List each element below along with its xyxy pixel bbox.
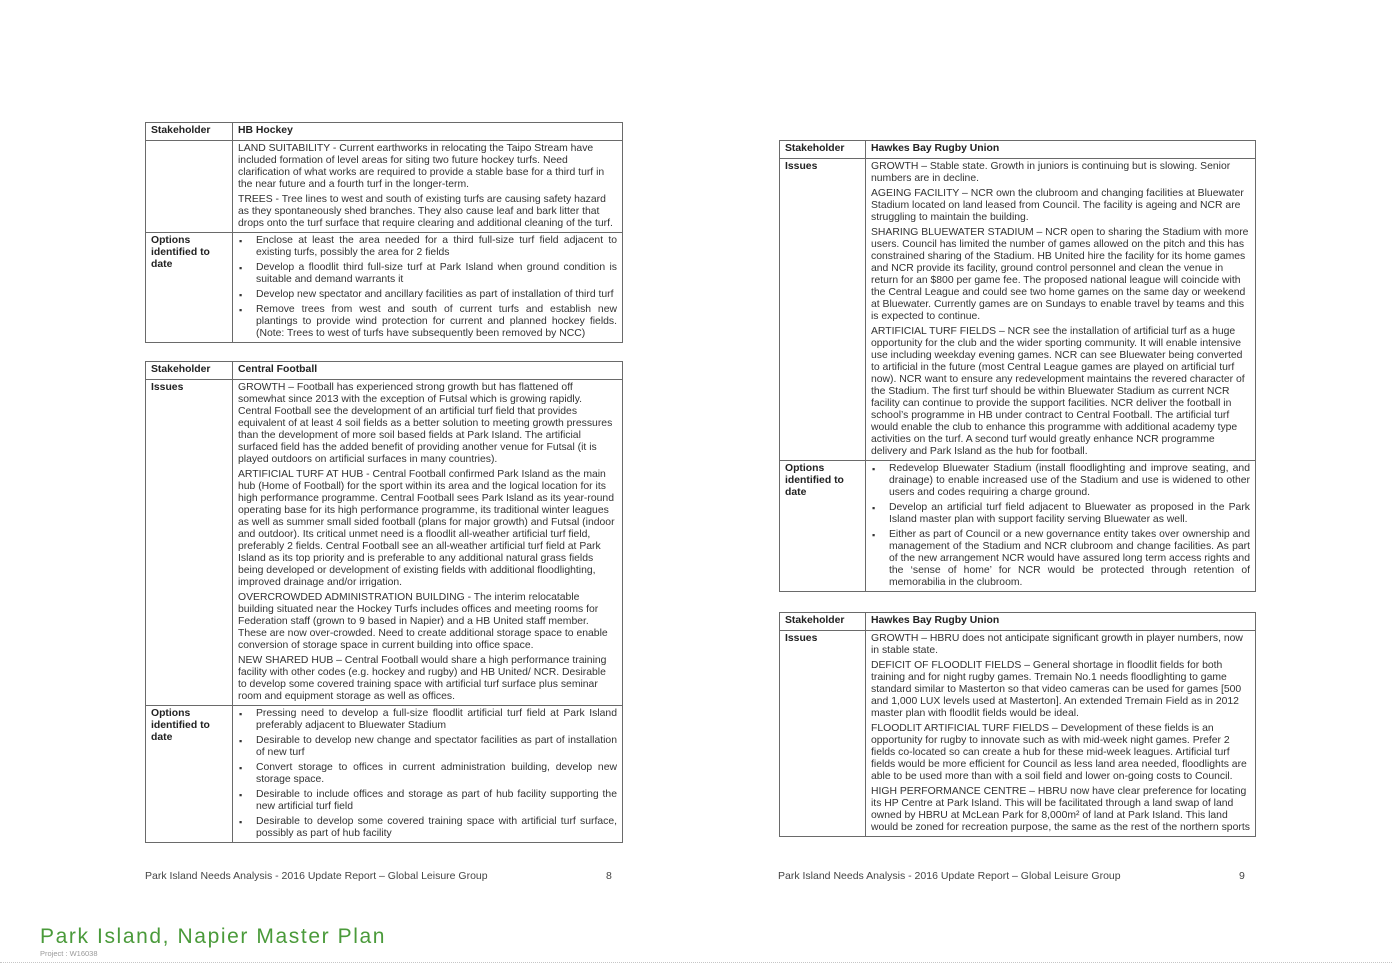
issue-paragraph: GROWTH – HBRU does not anticipate signif… [871,633,1243,656]
stakeholder-label: Stakeholder [145,361,233,380]
master-plan-title: Park Island, Napier Master Plan [40,925,387,948]
issues-row: Issues GROWTH – Football has experienced… [145,379,623,706]
table-header-row: Stakeholder HB Hockey [145,122,623,141]
option-item: Enclose at least the area needed for a t… [239,235,617,259]
options-row: Options identified to date Pressing need… [145,705,623,843]
table-header-row: Stakeholder Hawkes Bay Rugby Union [779,612,1256,631]
issues-label: Issues [779,630,866,837]
stakeholder-label: Stakeholder [145,122,233,141]
page-number: 8 [606,870,612,882]
issue-paragraph: GROWTH – Football has experienced strong… [238,382,613,465]
option-item: Either as part of Council or a new gover… [872,529,1250,589]
option-item: Pressing need to develop a full-size flo… [239,708,617,732]
option-item: Develop new spectator and ancillary faci… [239,289,617,301]
issue-paragraph: FLOODLIT ARTIFICIAL TURF FIELDS – Develo… [871,723,1247,782]
issue-paragraph: OVERCROWDED ADMINISTRATION BUILDING - Th… [238,592,608,651]
option-item: Desirable to develop some covered traini… [239,816,617,840]
issue-paragraph: HIGH PERFORMANCE CENTRE – HBRU now have … [871,786,1250,833]
option-item: Redevelop Bluewater Stadium (install flo… [872,463,1250,499]
options-label: Options identified to date [145,232,233,343]
issues-cell: LAND SUITABILITY - Current earthworks in… [232,140,623,233]
issue-paragraph: AGEING FACILITY – NCR own the clubroom a… [871,188,1244,223]
stakeholder-name: Hawkes Bay Rugby Union [865,612,1256,631]
issue-paragraph: LAND SUITABILITY - Current earthworks in… [238,143,605,190]
option-item: Develop a floodlit third full-size turf … [239,262,617,286]
options-cell: Pressing need to develop a full-size flo… [232,705,623,843]
hbru-table-1: Stakeholder Hawkes Bay Rugby Union Issue… [779,140,1256,592]
issue-paragraph: ARTIFICIAL TURF FIELDS – NCR see the ins… [871,326,1245,457]
issue-paragraph: DEFICIT OF FLOODLIT FIELDS – General sho… [871,660,1242,719]
issues-label: Issues [145,379,233,706]
option-item: Develop an artificial turf field adjacen… [872,502,1250,526]
page-number: 9 [1239,870,1245,882]
options-label: Options identified to date [779,460,866,592]
page-footer-text: Park Island Needs Analysis - 2016 Update… [145,870,488,882]
issues-label: Issues [779,158,866,461]
issues-cell: GROWTH – Stable state. Growth in juniors… [865,158,1256,461]
issues-label [145,140,233,233]
issue-paragraph: TREES - Tree lines to west and south of … [238,194,613,229]
issue-paragraph: GROWTH – Stable state. Growth in juniors… [871,161,1231,184]
issue-paragraph: NEW SHARED HUB – Central Football would … [238,655,607,702]
stakeholder-label: Stakeholder [779,140,866,159]
dotted-divider [0,962,1392,963]
page-footer-text: Park Island Needs Analysis - 2016 Update… [778,870,1121,882]
table-header-row: Stakeholder Central Football [145,361,623,380]
options-list: Pressing need to develop a full-size flo… [238,708,617,840]
options-label: Options identified to date [145,705,233,843]
issue-paragraph: ARTIFICIAL TURF AT HUB - Central Footbal… [238,469,615,588]
options-cell: Enclose at least the area needed for a t… [232,232,623,343]
project-code: Project : W16038 [40,949,98,958]
options-list: Enclose at least the area needed for a t… [238,235,617,340]
option-item: Remove trees from west and south of curr… [239,304,617,340]
table-header-row: Stakeholder Hawkes Bay Rugby Union [779,140,1256,159]
options-row: Options identified to date Enclose at le… [145,232,623,343]
central-football-table: Stakeholder Central Football Issues GROW… [145,361,623,843]
issues-row: Issues GROWTH – Stable state. Growth in … [779,158,1256,461]
stakeholder-label: Stakeholder [779,612,866,631]
issue-paragraph: SHARING BLUEWATER STADIUM – NCR open to … [871,227,1249,322]
hb-hockey-table: Stakeholder HB Hockey LAND SUITABILITY -… [145,122,623,343]
stakeholder-name: HB Hockey [232,122,623,141]
issues-row: LAND SUITABILITY - Current earthworks in… [145,140,623,233]
options-cell: Redevelop Bluewater Stadium (install flo… [865,460,1256,592]
hbru-table-2: Stakeholder Hawkes Bay Rugby Union Issue… [779,612,1256,837]
options-row: Options identified to date Redevelop Blu… [779,460,1256,592]
issues-row: Issues GROWTH – HBRU does not anticipate… [779,630,1256,837]
option-item: Convert storage to offices in current ad… [239,762,617,786]
issues-cell: GROWTH – HBRU does not anticipate signif… [865,630,1256,837]
issues-cell: GROWTH – Football has experienced strong… [232,379,623,706]
stakeholder-name: Central Football [232,361,623,380]
stakeholder-name: Hawkes Bay Rugby Union [865,140,1256,159]
options-list: Redevelop Bluewater Stadium (install flo… [871,463,1250,589]
option-item: Desirable to develop new change and spec… [239,735,617,759]
option-item: Desirable to include offices and storage… [239,789,617,813]
